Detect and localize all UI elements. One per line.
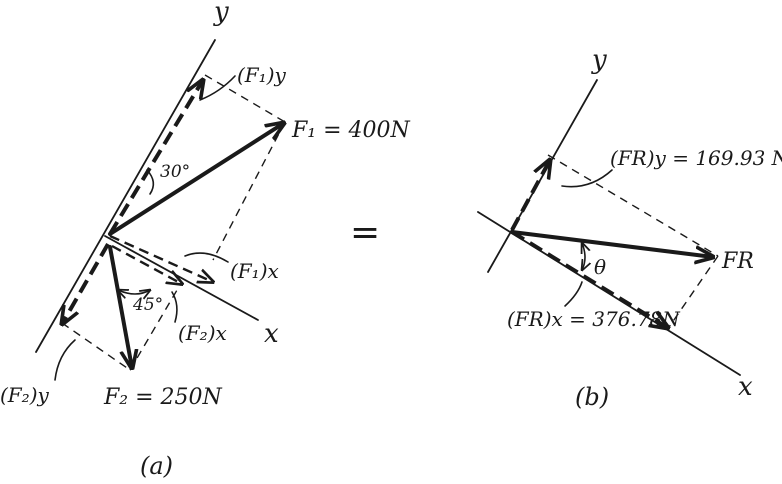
f2-projection-line-bottom	[61, 322, 131, 371]
f2-force-arrow	[108, 245, 132, 368]
f2x-leader-line	[171, 291, 178, 323]
fry-leader-line	[561, 169, 613, 188]
b-y-axis-label: y	[591, 45, 607, 75]
theta-arc	[582, 243, 585, 270]
fry-component-arrow	[510, 160, 550, 231]
angle-30-arc	[146, 169, 155, 195]
f2-label: F₂ = 250N	[103, 385, 222, 410]
fr-resultant-arrow	[510, 230, 713, 257]
a-x-axis-label: x	[264, 319, 279, 349]
f1x-component-arrow	[109, 234, 213, 282]
b-x-axis-label: x	[738, 372, 753, 402]
caption-b: (b)	[575, 383, 609, 411]
f2y-component-arrow	[62, 243, 110, 324]
theta-label: θ	[594, 255, 606, 279]
a-y-axis-label: y	[213, 0, 229, 27]
fr-projection-line-right	[666, 255, 719, 331]
f1x-label: (F₁)x	[230, 259, 279, 283]
f2x-label: (F₂)x	[178, 321, 227, 345]
f1-label: F₁ = 400N	[291, 118, 410, 143]
equals-sign: =	[350, 212, 380, 253]
f2y-label: (F₂)y	[0, 383, 50, 407]
f2x-component-arrow	[111, 244, 182, 284]
fr-projection-line-top	[547, 154, 719, 257]
frx-component-arrow	[510, 230, 668, 328]
angle-30-label: 30°	[160, 162, 190, 182]
f2y-leader-line	[54, 339, 76, 381]
b-y-axis	[487, 79, 598, 273]
fry-label: (FR)y = 169.93 N	[610, 146, 782, 170]
part-a-diagram: y x (F₁)y (F₁)x F₁ = 400N 30° (F₂)y (F₂)…	[0, 0, 410, 480]
part-b-diagram: y x (FR)y = 169.93 N (FR)x = 376.78N FR …	[477, 45, 782, 411]
f1-projection-line-top	[204, 74, 286, 123]
fr-label: FR	[721, 249, 754, 274]
f1y-component-arrow	[108, 80, 203, 236]
angle-45-label: 45°	[132, 295, 163, 315]
angle-45-arc	[118, 290, 150, 294]
f1y-leader-line	[199, 75, 236, 101]
f1y-label: (F₁)y	[237, 63, 287, 87]
a-y-axis	[35, 39, 216, 353]
frx-label: (FR)x = 376.78N	[507, 307, 681, 331]
f1x-leader-line	[184, 252, 229, 263]
f1-projection-line-right	[212, 121, 286, 261]
frx-leader-line	[564, 281, 583, 307]
f1-force-arrow	[108, 123, 284, 236]
caption-a: (a)	[140, 452, 173, 480]
